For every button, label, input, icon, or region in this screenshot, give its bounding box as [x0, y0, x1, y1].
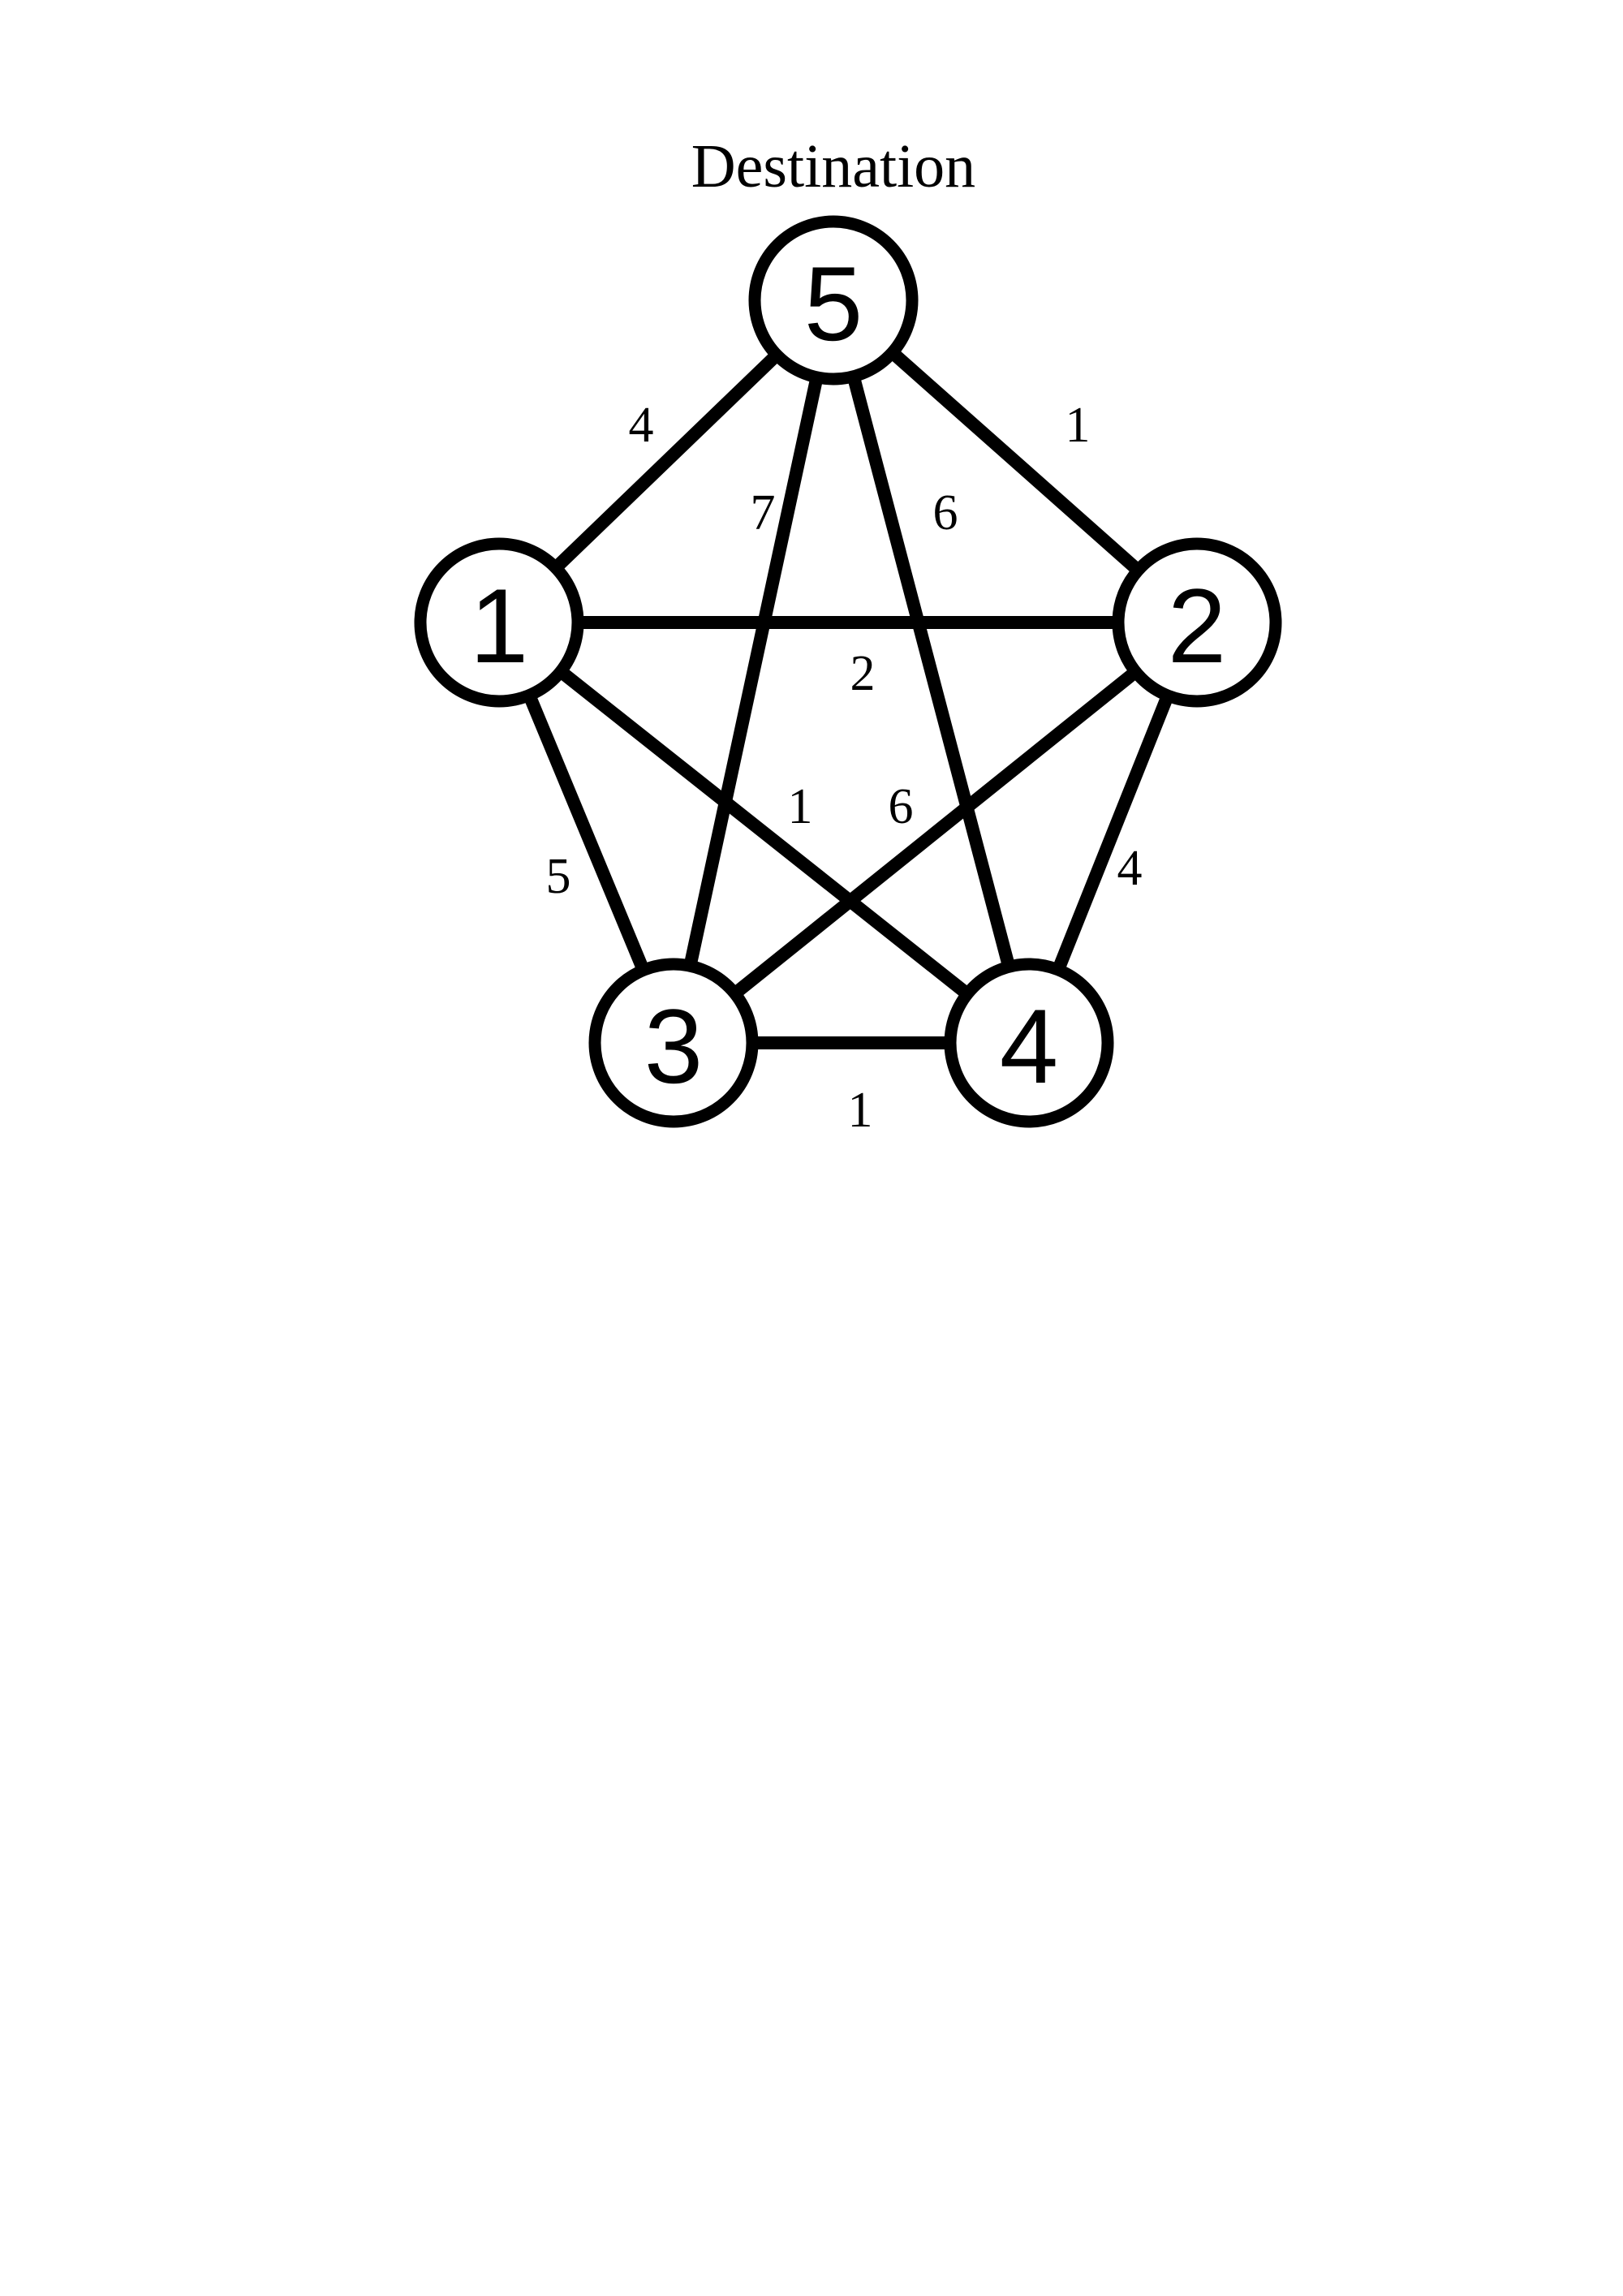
node-circle-2 [1112, 537, 1282, 708]
edge-weight-1-5: 4 [629, 398, 654, 453]
edge-weight-2-4: 4 [1117, 841, 1143, 896]
graph-edge-1-5 [548, 347, 785, 575]
edge-weight-3-4: 1 [848, 1083, 873, 1138]
graph-node-4[interactable]: 4 [944, 958, 1114, 1128]
edge-weight-1-2: 2 [850, 646, 876, 701]
graph-svg-canvas: 1 2 3 4 5 4 1 7 6 2 1 6 5 4 1 Destination [414, 132, 1282, 1138]
graph-edge-2-4 [1050, 689, 1176, 976]
graph-node-2[interactable]: 2 [1112, 537, 1282, 708]
node-label-5: 5 [804, 244, 863, 363]
edge-weight-5-3: 7 [751, 485, 776, 541]
graph-edge-5-4 [846, 370, 1017, 973]
edge-weight-5-2: 1 [1065, 398, 1091, 453]
node-circle-4 [944, 958, 1114, 1128]
edge-weights-layer: 4 1 7 6 2 1 6 5 4 1 [546, 398, 1143, 1138]
edge-weight-1-4: 1 [788, 779, 813, 834]
node-circle-5 [748, 215, 919, 386]
nodes-layer: 1 2 3 4 5 [414, 215, 1282, 1128]
edge-weight-1-3: 5 [546, 849, 571, 904]
graph-edge-1-3 [521, 688, 652, 977]
edges-layer [521, 345, 1176, 1049]
edge-weight-5-4: 6 [933, 485, 958, 541]
graph-node-5[interactable]: 5 [748, 215, 919, 386]
edge-weight-2-3: 6 [889, 779, 914, 834]
figure-title: Destination [691, 132, 975, 200]
node-label-1: 1 [470, 566, 528, 685]
node-label-4: 4 [1000, 987, 1058, 1105]
weighted-graph-figure: 1 2 3 4 5 4 1 7 6 2 1 6 5 4 1 Destination [414, 132, 1282, 1138]
graph-edge-5-3 [682, 372, 824, 971]
graph-edge-2-3 [727, 664, 1143, 1002]
node-label-3: 3 [644, 987, 703, 1105]
graph-edge-5-2 [885, 345, 1146, 578]
node-circle-1 [414, 537, 584, 708]
graph-node-3[interactable]: 3 [588, 958, 759, 1128]
node-label-2: 2 [1168, 566, 1226, 685]
graph-node-1[interactable]: 1 [414, 537, 584, 708]
node-circle-3 [588, 958, 759, 1128]
graph-edge-1-4 [553, 663, 975, 1002]
